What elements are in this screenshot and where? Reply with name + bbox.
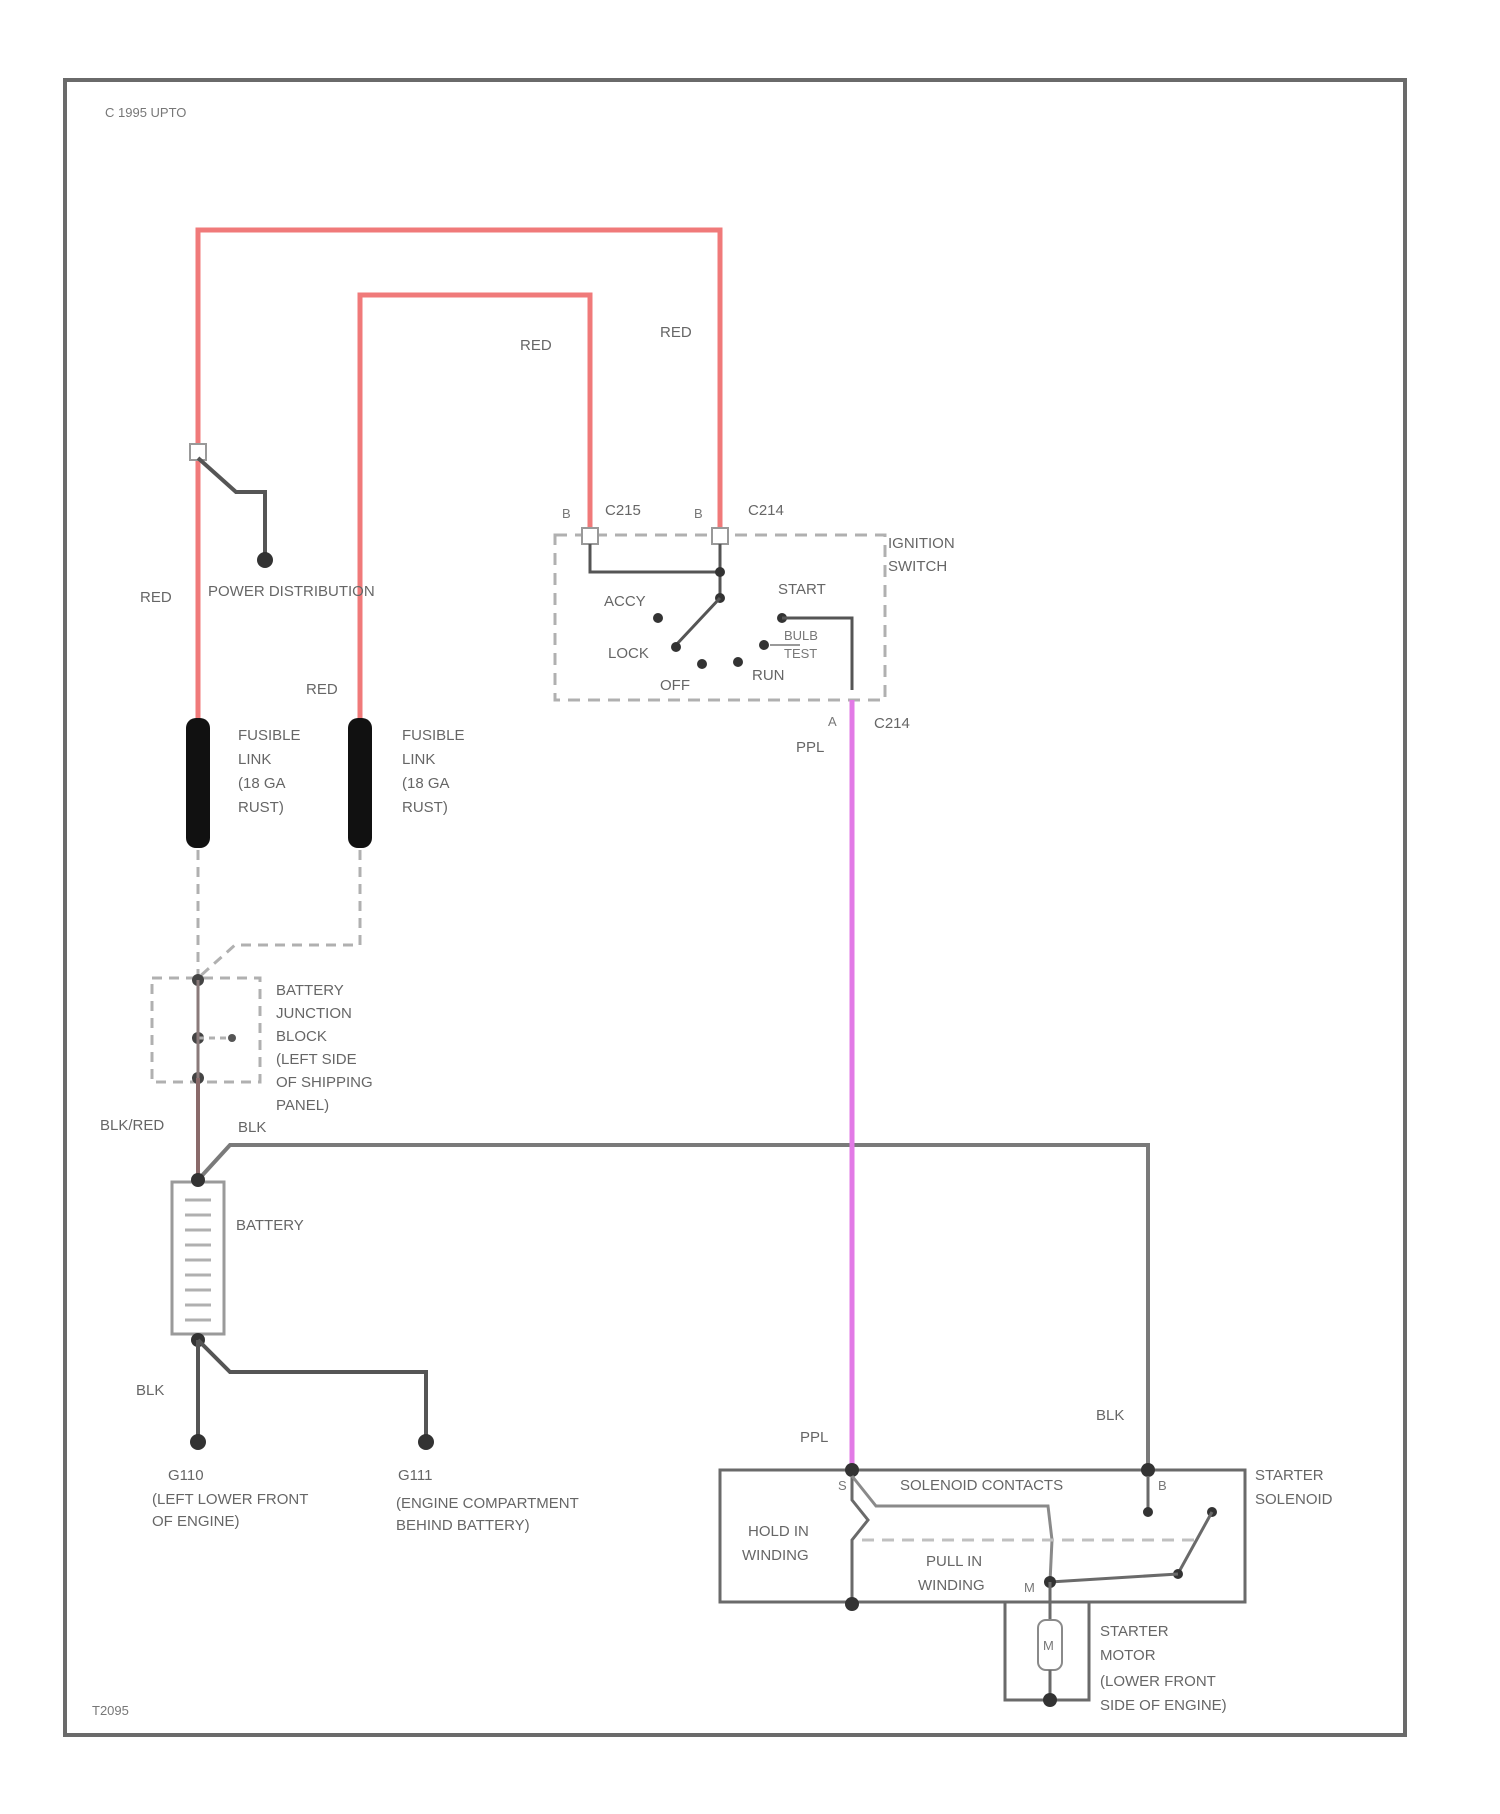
power-distribution-label: POWER DISTRIBUTION bbox=[208, 583, 375, 600]
wire-label-red: RED bbox=[140, 589, 172, 606]
battery-junction-block-label: BATTERY JUNCTION BLOCK (LEFT SIDE OF SHI… bbox=[276, 982, 373, 1114]
fusible-link-1-label: FUSIBLE LINK (18 GA RUST) bbox=[238, 727, 301, 816]
svg-text:STARTER: STARTER bbox=[1100, 1623, 1169, 1640]
connector-label: C215 bbox=[605, 502, 641, 519]
pin-label: M bbox=[1024, 1580, 1035, 1595]
ground-wires bbox=[198, 1340, 426, 1440]
power-distribution-tap bbox=[190, 444, 273, 568]
svg-text:SIDE OF ENGINE): SIDE OF ENGINE) bbox=[1100, 1697, 1227, 1714]
fusible-link-dashed-wires bbox=[198, 850, 360, 978]
svg-text:BLOCK: BLOCK bbox=[276, 1028, 327, 1045]
wire-label-ppl: PPL bbox=[800, 1429, 828, 1446]
switch-position-start: START bbox=[778, 581, 826, 598]
svg-text:(18 GA: (18 GA bbox=[238, 775, 286, 792]
battery-junction-block bbox=[152, 974, 260, 1084]
fusible-link-1 bbox=[186, 718, 210, 848]
blk-wire-battery-to-solenoid bbox=[198, 1145, 1148, 1470]
wire-label-red: RED bbox=[306, 681, 338, 698]
ground-g110-label: G110 (LEFT LOWER FRONT OF ENGINE) bbox=[152, 1467, 308, 1530]
switch-position-acc: ACCY bbox=[604, 593, 646, 610]
battery-label: BATTERY bbox=[236, 1217, 304, 1234]
svg-text:RUST): RUST) bbox=[402, 799, 448, 816]
fusible-link-2 bbox=[348, 718, 372, 848]
diagram-frame bbox=[65, 80, 1405, 1735]
ground-g111-label: G111 (ENGINE COMPARTMENT BEHIND BATTERY) bbox=[396, 1467, 579, 1534]
svg-text:(LEFT SIDE: (LEFT SIDE bbox=[276, 1051, 357, 1068]
wire-label-blk: BLK bbox=[136, 1382, 164, 1399]
pull-in-winding-label: PULL IN WINDING bbox=[918, 1553, 985, 1594]
switch-position-lock: LOCK bbox=[608, 645, 649, 662]
svg-text:JUNCTION: JUNCTION bbox=[276, 1005, 352, 1022]
svg-text:IGNITION: IGNITION bbox=[888, 535, 955, 552]
switch-position-off: OFF bbox=[660, 677, 690, 694]
pin-label: S bbox=[838, 1478, 847, 1493]
wire-label-blk: BLK bbox=[1096, 1407, 1124, 1424]
figure-code-label: T2095 bbox=[92, 1703, 129, 1718]
svg-text:OF ENGINE): OF ENGINE) bbox=[152, 1513, 240, 1530]
svg-text:G110: G110 bbox=[168, 1467, 204, 1484]
svg-text:(LOWER FRONT: (LOWER FRONT bbox=[1100, 1673, 1216, 1690]
wire-label-blk-red: BLK/RED bbox=[100, 1117, 164, 1134]
svg-text:OF SHIPPING: OF SHIPPING bbox=[276, 1074, 373, 1091]
svg-text:PANEL): PANEL) bbox=[276, 1097, 329, 1114]
svg-text:SOLENOID: SOLENOID bbox=[1255, 1491, 1333, 1508]
battery bbox=[172, 1173, 224, 1347]
pin-label: B bbox=[694, 506, 703, 521]
wire-label-ppl: PPL bbox=[796, 739, 824, 756]
svg-text:MOTOR: MOTOR bbox=[1100, 1647, 1156, 1664]
connector-label: C214 bbox=[874, 715, 910, 732]
ground-g110-terminal bbox=[190, 1434, 206, 1450]
svg-text:TEST: TEST bbox=[784, 646, 817, 661]
svg-text:FUSIBLE: FUSIBLE bbox=[238, 727, 301, 744]
wire-label-red: RED bbox=[660, 324, 692, 341]
svg-text:WINDING: WINDING bbox=[918, 1577, 985, 1594]
svg-text:RUST): RUST) bbox=[238, 799, 284, 816]
pin-label: B bbox=[1158, 1478, 1167, 1493]
svg-text:BULB: BULB bbox=[784, 628, 818, 643]
wire-label-red: RED bbox=[520, 337, 552, 354]
starter-motor-label: STARTER MOTOR (LOWER FRONT SIDE OF ENGIN… bbox=[1100, 1623, 1227, 1714]
hold-in-winding-label: HOLD IN WINDING bbox=[742, 1523, 809, 1564]
svg-text:(ENGINE COMPARTMENT: (ENGINE COMPARTMENT bbox=[396, 1495, 579, 1512]
svg-text:(LEFT LOWER FRONT: (LEFT LOWER FRONT bbox=[152, 1491, 308, 1508]
starter-solenoid-label: STARTER SOLENOID bbox=[1255, 1467, 1333, 1508]
svg-text:WINDING: WINDING bbox=[742, 1547, 809, 1564]
starter-motor-symbol: M bbox=[1043, 1638, 1054, 1653]
wire-label-blk: BLK bbox=[238, 1119, 266, 1136]
pin-label: B bbox=[562, 506, 571, 521]
copyright-label: C 1995 UPTO bbox=[105, 105, 186, 120]
ignition-switch bbox=[555, 528, 885, 700]
svg-text:LINK: LINK bbox=[402, 751, 435, 768]
svg-text:PULL IN: PULL IN bbox=[926, 1553, 982, 1570]
svg-text:STARTER: STARTER bbox=[1255, 1467, 1324, 1484]
svg-text:(18 GA: (18 GA bbox=[402, 775, 450, 792]
ground-g111-terminal bbox=[418, 1434, 434, 1450]
svg-text:G111: G111 bbox=[398, 1467, 432, 1484]
svg-text:LINK: LINK bbox=[238, 751, 271, 768]
ignition-switch-label: IGNITION SWITCH bbox=[888, 535, 955, 575]
svg-text:HOLD IN: HOLD IN bbox=[748, 1523, 809, 1540]
svg-text:FUSIBLE: FUSIBLE bbox=[402, 727, 465, 744]
svg-text:BATTERY: BATTERY bbox=[276, 982, 344, 999]
svg-text:BEHIND BATTERY): BEHIND BATTERY) bbox=[396, 1517, 530, 1534]
fusible-link-2-label: FUSIBLE LINK (18 GA RUST) bbox=[402, 727, 465, 816]
svg-text:SWITCH: SWITCH bbox=[888, 558, 947, 575]
switch-position-run: RUN bbox=[752, 667, 785, 684]
pin-label: A bbox=[828, 714, 837, 729]
solenoid-contacts-label: SOLENOID CONTACTS bbox=[900, 1477, 1063, 1494]
connector-label: C214 bbox=[748, 502, 784, 519]
